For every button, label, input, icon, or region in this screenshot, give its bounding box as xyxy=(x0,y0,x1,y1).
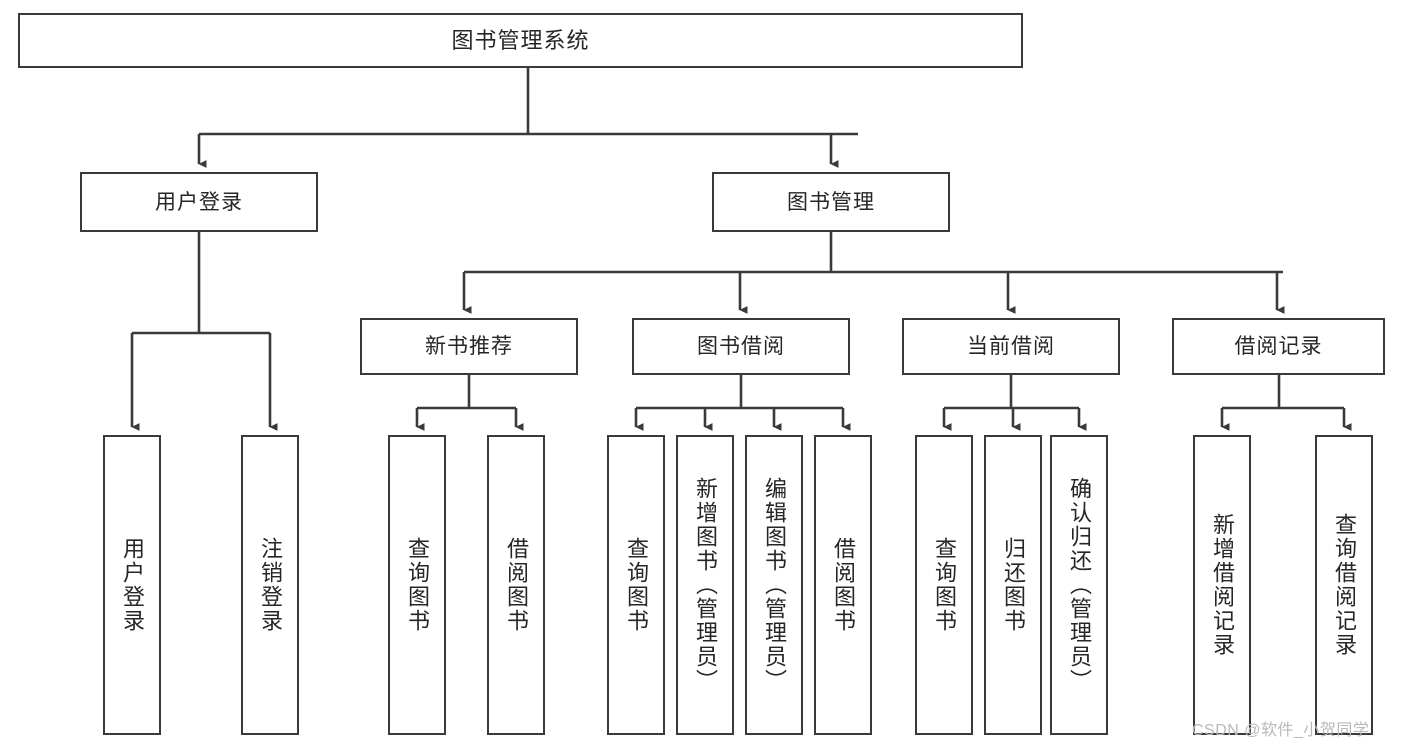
node-leaf-add-book-label: 新增图书（管理员） xyxy=(692,477,718,693)
node-leaf-return-book[interactable]: 归还图书 xyxy=(984,435,1042,735)
node-user-login[interactable]: 用户登录 xyxy=(80,172,318,232)
node-current-borrow[interactable]: 当前借阅 xyxy=(902,318,1120,375)
node-leaf-add-book[interactable]: 新增图书（管理员） xyxy=(676,435,734,735)
node-leaf-add-record[interactable]: 新增借阅记录 xyxy=(1193,435,1251,735)
node-leaf-query-book-cur[interactable]: 查询图书 xyxy=(915,435,973,735)
node-leaf-edit-book[interactable]: 编辑图书（管理员） xyxy=(745,435,803,735)
node-root[interactable]: 图书管理系统 xyxy=(18,13,1023,68)
node-new-book-rec[interactable]: 新书推荐 xyxy=(360,318,578,375)
node-new-book-rec-label: 新书推荐 xyxy=(425,335,513,358)
node-leaf-borrow-book-rec[interactable]: 借阅图书 xyxy=(487,435,545,735)
node-leaf-query-record[interactable]: 查询借阅记录 xyxy=(1315,435,1373,735)
node-book-manage-label: 图书管理 xyxy=(787,190,875,214)
node-root-label: 图书管理系统 xyxy=(451,27,590,53)
node-leaf-edit-book-label: 编辑图书（管理员） xyxy=(761,477,787,693)
node-current-borrow-label: 当前借阅 xyxy=(967,335,1055,358)
node-leaf-query-book-bor[interactable]: 查询图书 xyxy=(607,435,665,735)
node-leaf-confirm-return-label: 确认归还（管理员） xyxy=(1066,477,1092,693)
node-leaf-user-login-label: 用户登录 xyxy=(119,537,145,633)
node-leaf-query-book-rec-label: 查询图书 xyxy=(404,537,430,633)
node-leaf-query-book-cur-label: 查询图书 xyxy=(931,537,957,633)
node-leaf-query-record-label: 查询借阅记录 xyxy=(1331,513,1357,657)
node-leaf-confirm-return[interactable]: 确认归还（管理员） xyxy=(1050,435,1108,735)
node-leaf-user-logout-label: 注销登录 xyxy=(257,537,283,633)
node-leaf-return-book-label: 归还图书 xyxy=(1000,537,1026,633)
node-leaf-add-record-label: 新增借阅记录 xyxy=(1209,513,1235,657)
node-book-manage[interactable]: 图书管理 xyxy=(712,172,950,232)
csdn-watermark: CSDN @软件_小贺同学 xyxy=(1192,722,1370,739)
node-book-borrow-label: 图书借阅 xyxy=(697,335,785,358)
node-book-borrow[interactable]: 图书借阅 xyxy=(632,318,850,375)
node-leaf-user-logout[interactable]: 注销登录 xyxy=(241,435,299,735)
node-leaf-borrow-book-label: 借阅图书 xyxy=(830,537,856,633)
node-borrow-record-label: 借阅记录 xyxy=(1234,335,1323,358)
node-leaf-borrow-book[interactable]: 借阅图书 xyxy=(814,435,872,735)
node-borrow-record[interactable]: 借阅记录 xyxy=(1172,318,1385,375)
node-user-login-label: 用户登录 xyxy=(155,190,243,214)
node-leaf-borrow-book-rec-label: 借阅图书 xyxy=(503,537,529,633)
node-leaf-query-book-rec[interactable]: 查询图书 xyxy=(388,435,446,735)
node-leaf-user-login[interactable]: 用户登录 xyxy=(103,435,161,735)
node-leaf-query-book-bor-label: 查询图书 xyxy=(623,537,649,633)
